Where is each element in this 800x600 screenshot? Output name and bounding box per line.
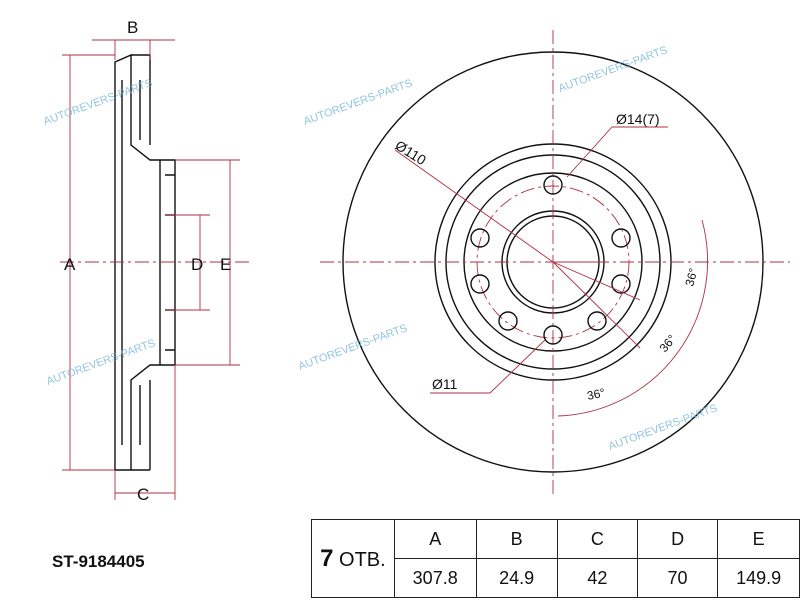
watermarks: AUTOREVERS-PARTS AUTOREVERS-PARTS AUTORE… bbox=[42, 44, 719, 453]
bolt-hole bbox=[587, 311, 607, 331]
value-E: 149.9 bbox=[717, 558, 800, 598]
value-C: 42 bbox=[556, 558, 638, 598]
label-angle-1: 36° bbox=[682, 266, 700, 287]
part-number: ST-9184405 bbox=[52, 552, 145, 571]
svg-text:AUTOREVERS-PARTS: AUTOREVERS-PARTS bbox=[45, 337, 157, 388]
label-C: C bbox=[137, 485, 149, 504]
bolt-hole bbox=[611, 228, 631, 248]
bolt-hole bbox=[470, 274, 490, 294]
side-view: B A C D E bbox=[60, 18, 250, 504]
label-D: D bbox=[191, 255, 203, 274]
header-D: D bbox=[636, 519, 719, 559]
bolt-hole bbox=[470, 228, 490, 248]
bolt-holes bbox=[470, 175, 631, 345]
header-B: B bbox=[475, 519, 558, 559]
header-C: C bbox=[556, 519, 638, 559]
label-d110: Ø110 bbox=[392, 137, 429, 168]
svg-text:AUTOREVERS-PARTS: AUTOREVERS-PARTS bbox=[557, 44, 669, 95]
label-d11: Ø11 bbox=[432, 376, 458, 392]
bolt-hole bbox=[611, 274, 631, 294]
label-angle-3: 36° bbox=[586, 385, 607, 403]
svg-text:AUTOREVERS-PARTS: AUTOREVERS-PARTS bbox=[607, 402, 719, 453]
bolt-hole bbox=[498, 311, 518, 331]
header-E: E bbox=[717, 519, 800, 559]
label-A: A bbox=[64, 255, 76, 274]
label-B: B bbox=[127, 18, 138, 37]
label-angle-2: 36° bbox=[657, 332, 680, 355]
svg-text:AUTOREVERS-PARTS: AUTOREVERS-PARTS bbox=[297, 322, 409, 373]
label-E: E bbox=[220, 255, 231, 274]
dimensions-table: 7 ОТВ. A B C D E 307.8 24.9 42 70 149.9 bbox=[311, 519, 800, 598]
header-A: A bbox=[393, 519, 477, 559]
value-D: 70 bbox=[636, 558, 719, 598]
bolt-hole bbox=[543, 325, 563, 345]
label-d14: Ø14(7) bbox=[616, 111, 660, 127]
svg-text:AUTOREVERS-PARTS: AUTOREVERS-PARTS bbox=[42, 77, 154, 128]
value-B: 24.9 bbox=[475, 558, 558, 598]
front-view: Ø110 Ø14(7) Ø11 36° 36° 36° bbox=[320, 30, 790, 495]
value-A: 307.8 bbox=[393, 558, 477, 598]
holes-cell: 7 ОТВ. bbox=[311, 519, 395, 598]
bolt-hole bbox=[543, 175, 563, 195]
